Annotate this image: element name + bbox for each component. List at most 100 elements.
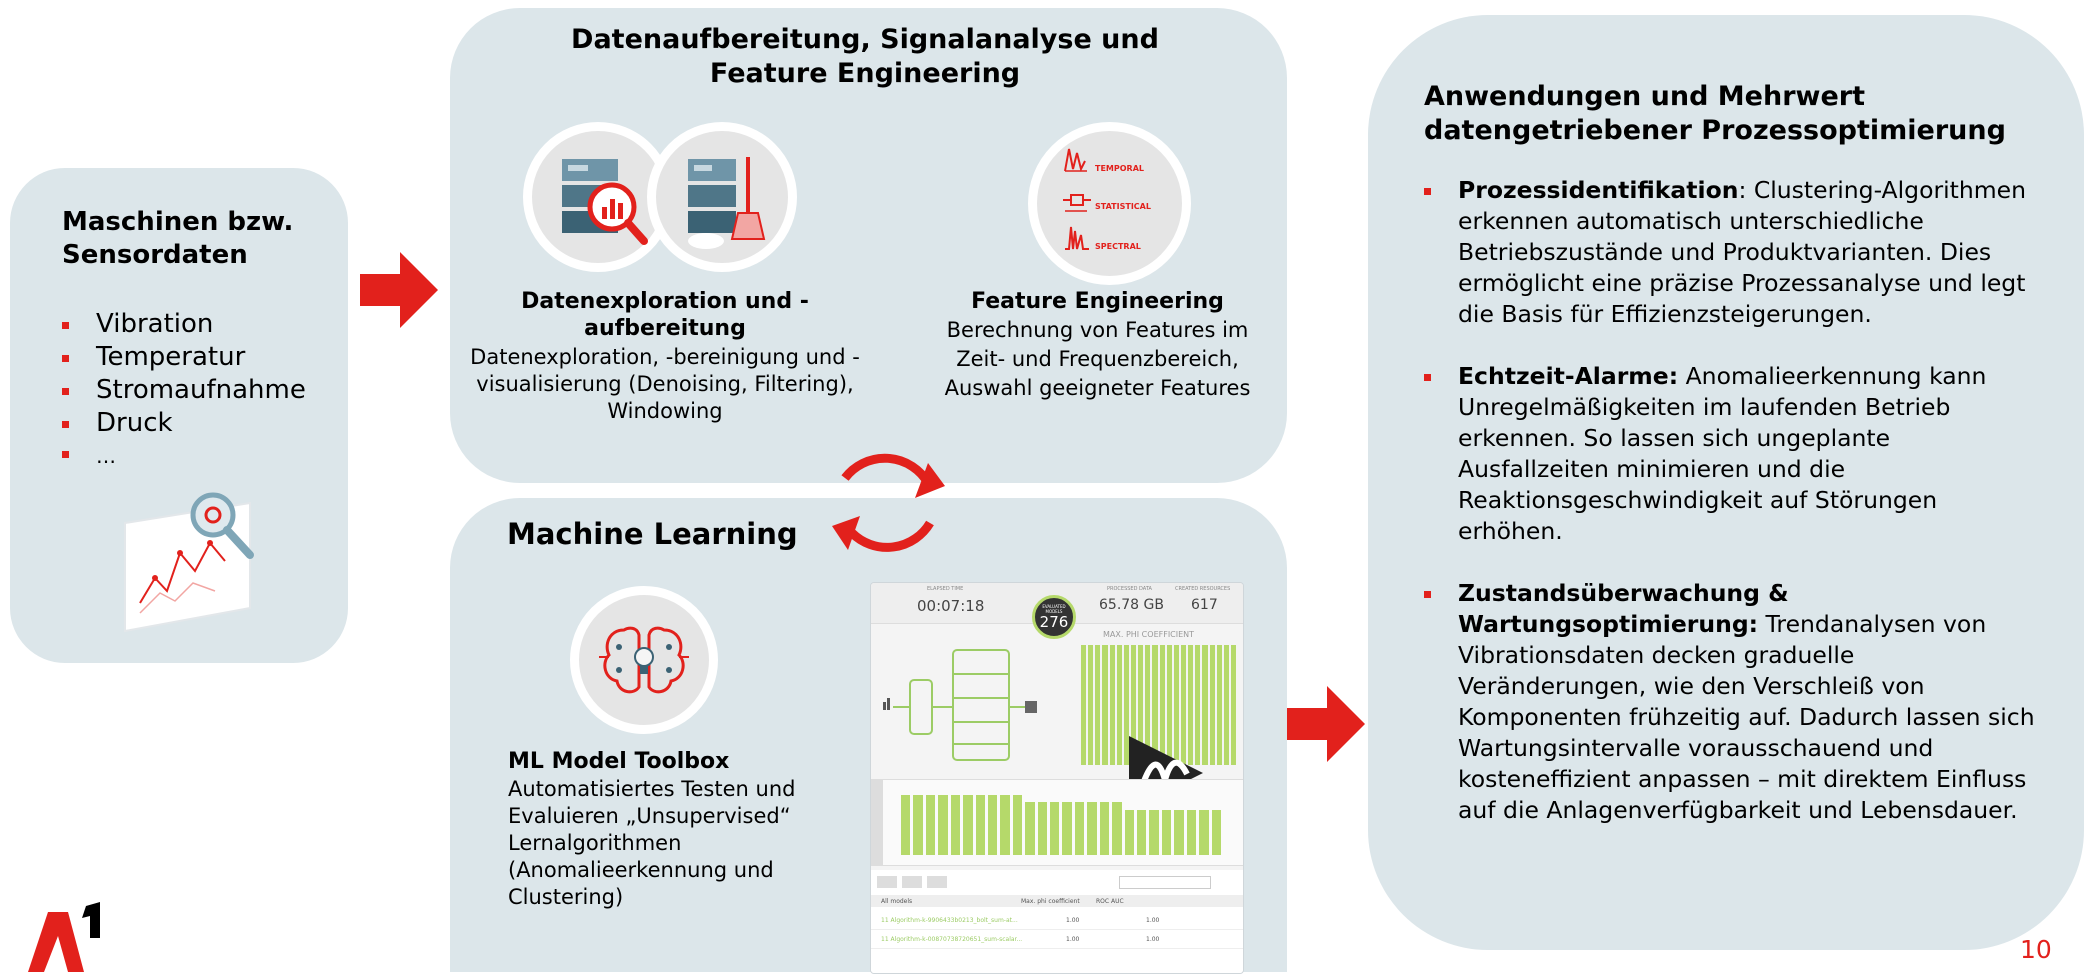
sensor-item-current: Stromaufnahme (62, 374, 306, 407)
temporal-label: TEMPORAL (1095, 164, 1144, 173)
data-preparation-title: Datenaufbereitung, Signalanalyse und Fea… (571, 24, 1159, 89)
brain-icon (570, 586, 718, 734)
sensor-chart-illustration (124, 492, 254, 633)
application-item-text: Trendanalysen von Vibrationsdaten decken… (1458, 610, 2035, 824)
trend-bar (1211, 810, 1221, 855)
phi-bar (1095, 645, 1101, 765)
sensor-data-panel: Maschinen bzw. Sensordaten Vibration Tem… (10, 168, 348, 663)
row-phi: 1.00 (1066, 936, 1080, 943)
machine-learning-panel: Machine Learning ML Model Toolbox Automa… (450, 498, 1287, 974)
application-item-text: Anomalieerkennung kann Unregelmäßigkeite… (1458, 362, 1987, 545)
trend-bar (1124, 810, 1135, 855)
phi-bar (1081, 645, 1087, 765)
trend-bar (1050, 802, 1060, 855)
table-header-row: All models Max. phi coefficient ROC AUC (871, 895, 1243, 907)
exploration-text: Datenexploration, -bereinigung und -visu… (470, 345, 860, 423)
trend-bar (913, 795, 923, 855)
models-label: EVALUATED MODELS (1042, 604, 1066, 614)
data-value: 65.78 GB (1099, 597, 1164, 613)
phi-bar (1145, 645, 1151, 765)
table-tool-button[interactable] (901, 876, 922, 888)
table-row[interactable]: 11 Algorithm-k-00870738720651_sum-scalar… (871, 932, 1243, 949)
data-label: PROCESSED DATA (1107, 586, 1152, 592)
phi-bar (1223, 645, 1229, 765)
resources-label: CREATED RESOURCES (1175, 586, 1231, 592)
trend-bar (963, 795, 973, 855)
trend-bar (1037, 802, 1048, 855)
trend-bar (1149, 810, 1159, 855)
phi-bar (1188, 645, 1194, 765)
application-item-process-identification: Prozessidentifikation: Clustering-Algori… (1424, 175, 2044, 330)
resources-value: 617 (1191, 597, 1218, 613)
sensor-list: Vibration Temperatur Stromaufnahme Druck… (62, 308, 306, 473)
phi-bar (1159, 645, 1165, 765)
application-item-realtime-alarms: Echtzeit-Alarme: Anomalieerkennung kann … (1424, 361, 2044, 547)
toolbox-heading: ML Model Toolbox (508, 749, 730, 774)
phi-bar (1116, 645, 1122, 765)
trend-bar (1087, 802, 1097, 855)
table-header-auc: ROC AUC (1096, 898, 1124, 905)
feature-types-icon: TEMPORAL STATISTICAL SPECTRAL (1028, 122, 1191, 285)
table-row[interactable]: 11 Algorithm-k-9906433b0213_bolt_sum-at.… (871, 913, 1243, 930)
sensor-item-pressure: Druck (62, 407, 306, 440)
phi-bar (1209, 645, 1215, 765)
phi-bar (1152, 645, 1158, 765)
exploration-heading: Datenexploration und -aufbereitung (521, 289, 809, 341)
toolbox-text: Automatisiertes Testen und Evaluieren „U… (508, 777, 796, 909)
sensor-item-temperature: Temperatur (62, 341, 306, 374)
phi-bar (1166, 645, 1172, 765)
phi-bars (1081, 645, 1237, 765)
phi-bar (1173, 645, 1179, 765)
application-item-heading: Zustandsüberwachung & Wartungsoptimierun… (1458, 579, 1789, 638)
trend-bar (1174, 810, 1184, 855)
phi-bar (1216, 645, 1222, 765)
applications-title: Anwendungen und Mehrwert datengetriebene… (1424, 81, 2006, 146)
table-filter-select[interactable] (1119, 876, 1211, 889)
models-table: All models Max. phi coefficient ROC AUC … (871, 870, 1243, 973)
phi-bar (1138, 645, 1144, 765)
phi-bar (1102, 645, 1108, 765)
phi-bar (1109, 645, 1115, 765)
table-toolbar (877, 876, 1237, 890)
row-model-name: 11 Algorithm-k-9906433b0213_bolt_sum-at.… (881, 917, 1018, 924)
table-header-phi: Max. phi coefficient (1021, 898, 1080, 905)
trend-bar (1099, 802, 1110, 855)
phi-bar (1088, 645, 1094, 765)
trend-bar (1199, 810, 1209, 855)
trend-bar (1025, 802, 1035, 855)
data-cleaning-icon (647, 122, 797, 272)
application-item-text: : Clustering-Algorithmen erkennen automa… (1458, 176, 2026, 328)
trend-bar (1112, 802, 1122, 855)
applications-list: Prozessidentifikation: Clustering-Algori… (1424, 175, 2044, 826)
trend-bar (1012, 795, 1023, 855)
trend-bar (1000, 795, 1010, 855)
arrow-right-icon (1287, 686, 1365, 762)
row-phi: 1.00 (1066, 917, 1080, 924)
table-tool-button[interactable] (926, 876, 947, 888)
applications-panel: Anwendungen und Mehrwert datengetriebene… (1368, 15, 2084, 950)
a1-logo-icon (28, 902, 100, 972)
table-header-model: All models (881, 898, 913, 905)
page-number: 10 (2020, 935, 2052, 964)
trend-bars-frame (871, 779, 1243, 866)
trend-bars (901, 795, 1221, 855)
phi-bar (1202, 645, 1208, 765)
models-badge: EVALUATED MODELS 276 (1032, 595, 1076, 639)
trend-bar (1062, 802, 1072, 855)
statistical-label: STATISTICAL (1095, 202, 1151, 211)
trend-bar (901, 795, 911, 855)
ml-dashboard-screenshot: ELAPSED TIME 00:07:18 PROCESSED DATA 65.… (870, 582, 1244, 974)
application-item-heading: Echtzeit-Alarme: (1458, 362, 1679, 390)
feature-heading: Feature Engineering (971, 289, 1224, 314)
sensor-item-more: … (62, 440, 306, 473)
feature-text: Berechnung von Features im Zeit- und Fre… (944, 318, 1251, 400)
application-item-condition-monitoring: Zustandsüberwachung & Wartungsoptimierun… (1424, 578, 2044, 826)
trend-bar (950, 795, 961, 855)
trend-bar (938, 795, 948, 855)
sensor-data-title: Maschinen bzw. Sensordaten (62, 207, 294, 270)
trend-bar (975, 795, 985, 855)
data-search-icon (523, 122, 673, 272)
trend-bar (987, 795, 998, 855)
table-tool-button[interactable] (877, 876, 897, 888)
row-model-name: 11 Algorithm-k-00870738720651_sum-scalar… (881, 936, 1023, 943)
